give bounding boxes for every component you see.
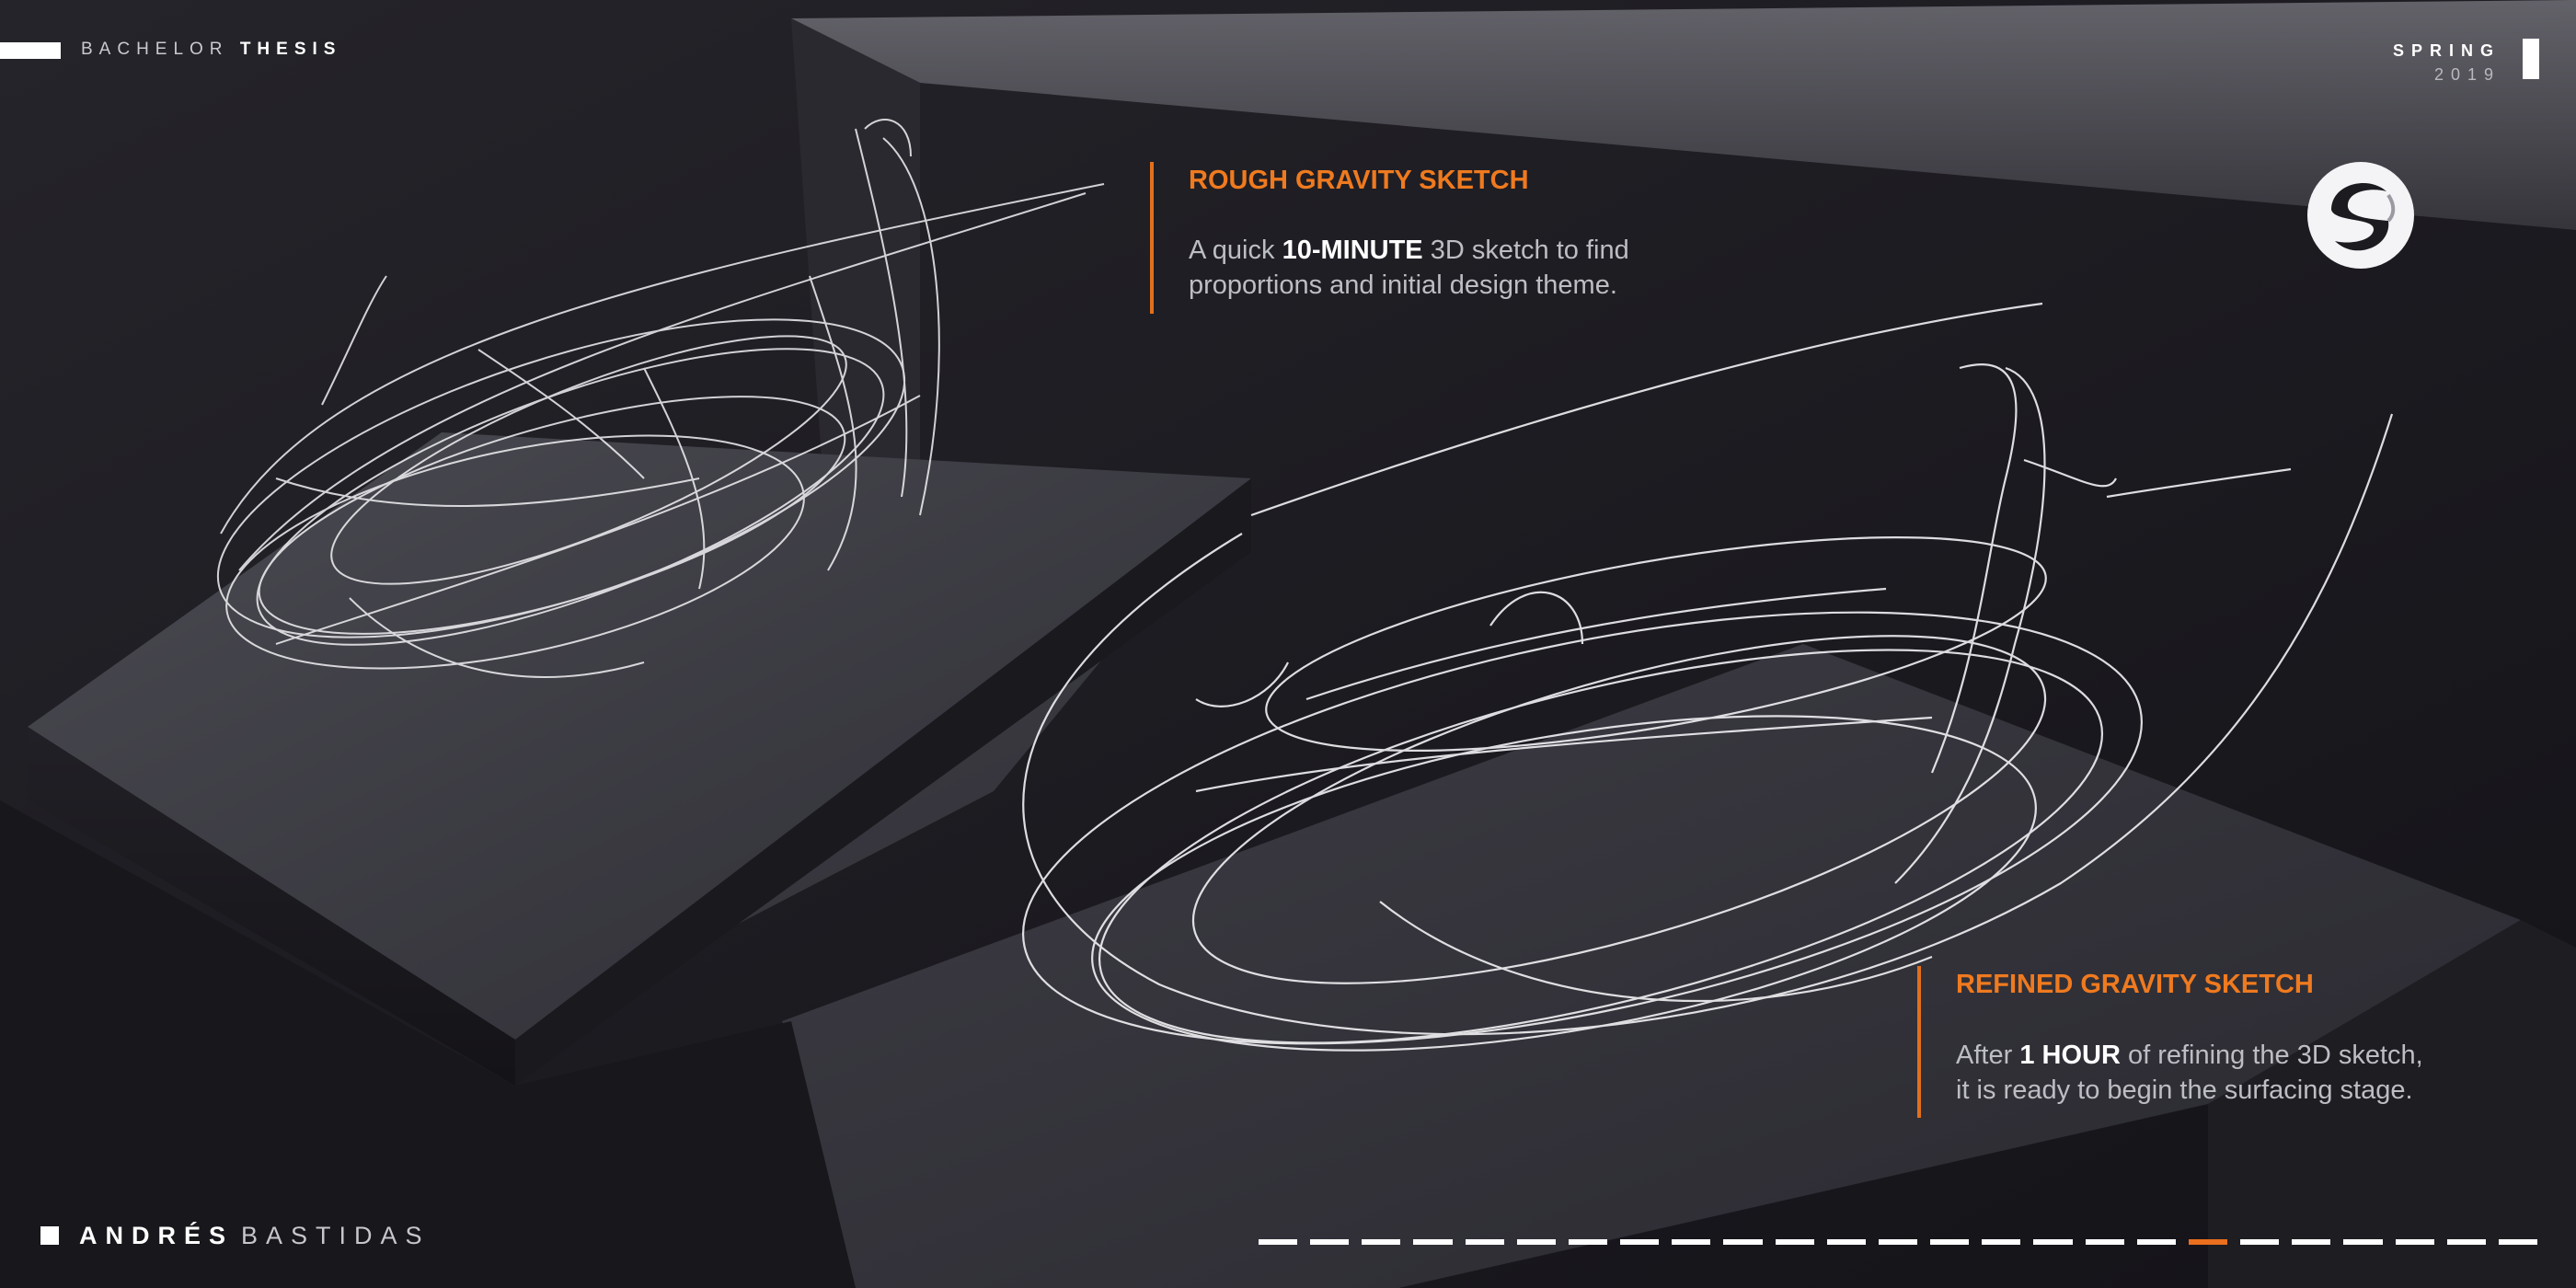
page-indicator bbox=[1930, 1239, 1970, 1245]
page-indicator bbox=[2498, 1239, 2537, 1245]
page-indicator bbox=[2033, 1239, 2073, 1245]
header-year: 2019 bbox=[2433, 65, 2501, 84]
page-indicator bbox=[1568, 1239, 1608, 1245]
page-indicator bbox=[1310, 1239, 1350, 1245]
rough-desc-after: 3D sketch to find bbox=[1422, 236, 1629, 265]
page-indicator bbox=[1826, 1239, 1866, 1245]
rough-sketch-wireframe bbox=[216, 119, 1105, 678]
page-indicator bbox=[1672, 1239, 1711, 1245]
page-indicator bbox=[2446, 1239, 2486, 1245]
page-indicator bbox=[1362, 1239, 1401, 1245]
refined-sketch-block: REFINED GRAVITY SKETCH After 1 HOUR of r… bbox=[1917, 966, 2561, 1118]
page-indicator bbox=[1413, 1239, 1453, 1245]
author-square bbox=[40, 1226, 59, 1245]
header-left-bar bbox=[0, 42, 61, 59]
header-date: SPRING 2019 bbox=[2393, 39, 2501, 86]
page-indicator-current bbox=[2188, 1239, 2228, 1245]
rough-desc-emphasis: 10-MINUTE bbox=[1282, 236, 1423, 265]
refined-sketch-wireframe bbox=[1022, 302, 2394, 1052]
brand-s-logo-icon bbox=[2307, 162, 2414, 269]
rough-desc-before: A quick bbox=[1189, 236, 1282, 265]
refined-description: After 1 HOUR of refining the 3D sketch, … bbox=[1956, 1038, 2423, 1108]
page-progress bbox=[1259, 1239, 2537, 1245]
page-indicator bbox=[1465, 1239, 1504, 1245]
rough-desc-line2: proportions and initial design theme. bbox=[1189, 270, 1617, 300]
page-indicator bbox=[1620, 1239, 1660, 1245]
page-indicator bbox=[1723, 1239, 1763, 1245]
refined-title: REFINED GRAVITY SKETCH bbox=[1956, 970, 2314, 999]
header-title-prefix: BACHELOR bbox=[81, 40, 229, 59]
header-season: SPRING bbox=[2392, 41, 2501, 60]
header-right-bar bbox=[2523, 39, 2539, 79]
refined-desc-before: After bbox=[1956, 1041, 2020, 1070]
header-title-emphasis: THESIS bbox=[239, 40, 342, 59]
refined-accent-line bbox=[1917, 966, 1921, 1118]
page-indicator bbox=[1516, 1239, 1556, 1245]
rough-title: ROUGH GRAVITY SKETCH bbox=[1189, 166, 1529, 195]
refined-desc-emphasis: 1 HOUR bbox=[2019, 1041, 2121, 1070]
author-last-name: BASTIDAS bbox=[241, 1222, 431, 1249]
page-indicator bbox=[1878, 1239, 1918, 1245]
page-indicator bbox=[2292, 1239, 2331, 1245]
page-indicator bbox=[2240, 1239, 2280, 1245]
rough-description: A quick 10-MINUTE 3D sketch to find prop… bbox=[1189, 233, 1629, 303]
page-indicator bbox=[2136, 1239, 2176, 1245]
page-indicator bbox=[1982, 1239, 2021, 1245]
rough-accent-line bbox=[1150, 162, 1154, 314]
refined-desc-line2: it is ready to begin the surfacing stage… bbox=[1956, 1075, 2413, 1105]
page-indicator bbox=[2395, 1239, 2434, 1245]
header-title: BACHELOR THESIS bbox=[81, 40, 341, 60]
page-indicator bbox=[1259, 1239, 1298, 1245]
rough-sketch-block: ROUGH GRAVITY SKETCH A quick 10-MINUTE 3… bbox=[1150, 162, 1794, 314]
refined-desc-after: of refining the 3D sketch, bbox=[2120, 1041, 2423, 1070]
page-indicator bbox=[2343, 1239, 2383, 1245]
author-first-name: ANDRÉS bbox=[79, 1222, 235, 1249]
page-indicator bbox=[1775, 1239, 1814, 1245]
page-indicator bbox=[2085, 1239, 2124, 1245]
